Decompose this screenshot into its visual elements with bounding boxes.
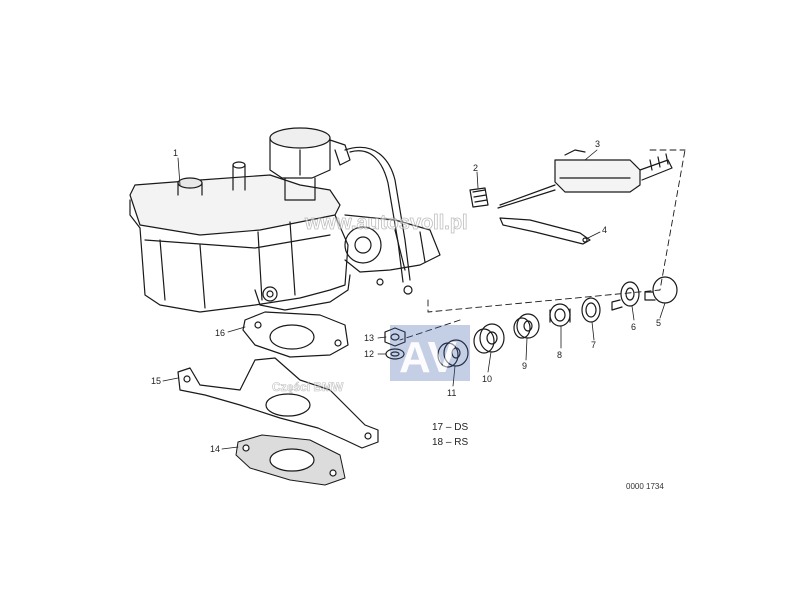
part-7-ring [581,297,601,323]
watermark-brand: Części BMW [272,380,344,394]
callout-8: 8 [557,350,562,360]
callout-12: 12 [364,349,374,359]
carburettor-body [129,127,441,313]
part-9-sleeve [513,313,540,339]
callout-2: 2 [473,163,478,173]
callout-13: 13 [364,333,374,343]
part-4-bracket [499,217,591,245]
watermark-url: www.autosvoll.pl [304,212,468,234]
callout-14: 14 [210,444,220,454]
callout-10: 10 [482,374,492,384]
dashed-guide-lines [399,149,686,341]
part-15-support-plate [177,357,379,449]
callout-4: 4 [602,225,607,235]
part-10-bush [473,323,505,354]
callout-5: 5 [656,318,661,328]
watermark-logo: AV [390,325,470,382]
note-rs: 18 – RS [432,437,468,448]
leader-lines [162,149,666,450]
part-14-gasket [235,434,346,486]
callout-3: 3 [595,139,600,149]
callout-6: 6 [631,322,636,332]
part-8-nut [549,303,571,327]
callout-9: 9 [522,361,527,371]
callout-1: 1 [173,148,178,158]
part-11-grommet [437,339,469,368]
callout-11: 11 [447,388,456,398]
callout-15: 15 [151,376,161,386]
callout-numbers: 1 2 3 4 5 6 7 8 9 10 11 12 13 14 15 16 [151,139,661,454]
part-13-nut [384,327,406,347]
callout-16: 16 [215,328,225,338]
part-3-cable-pull [497,149,673,209]
watermark: www.autosvoll.pl AV Części BMW [272,212,470,394]
part-16-gasket [242,311,349,358]
watermark-logo-text: AV [399,333,458,382]
callout-7: 7 [591,340,596,350]
note-ds: 17 – DS [432,422,468,433]
part-6-nut [611,281,640,311]
part-5-cap [644,276,678,304]
part-2-adjusting-screw [469,187,489,208]
drawing-code: 0000 1734 [626,482,664,491]
